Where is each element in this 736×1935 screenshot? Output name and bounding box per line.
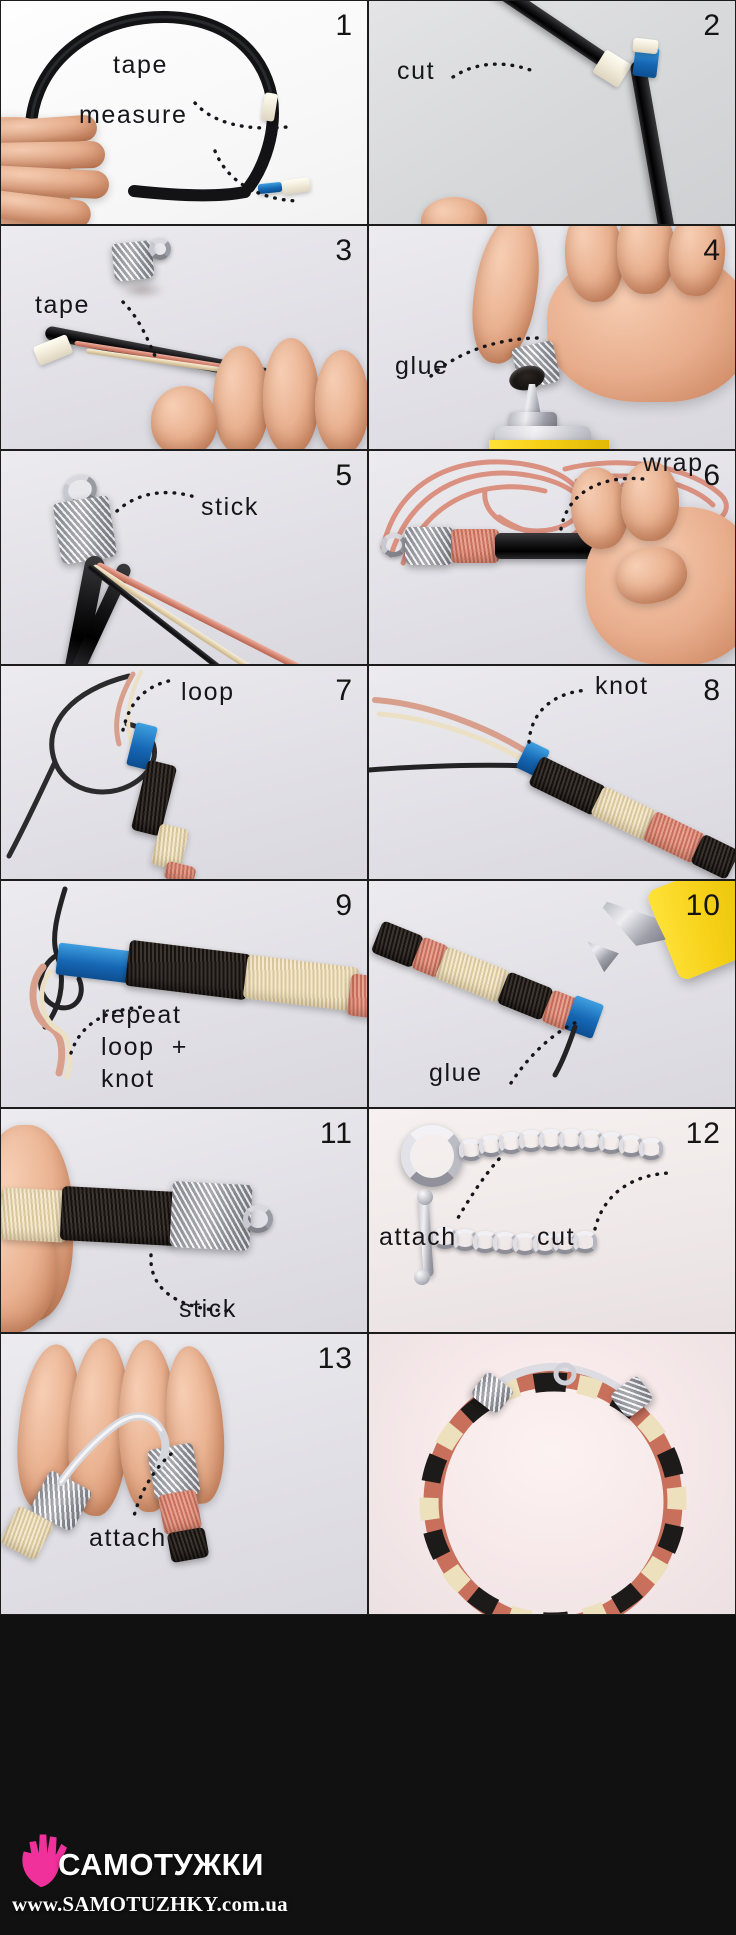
finger — [151, 386, 217, 449]
chain-link — [639, 1138, 663, 1160]
pink-wrap-coil — [451, 529, 499, 563]
finger — [315, 350, 367, 449]
black-wrap-section — [59, 1186, 179, 1246]
finger — [617, 226, 675, 294]
chain-link — [573, 1231, 597, 1253]
finished-bracelet — [419, 1362, 687, 1614]
step-number: 7 — [335, 674, 353, 707]
label-wrap: wrap — [643, 450, 704, 477]
label-glue: glue — [395, 352, 449, 380]
step-number: 2 — [703, 9, 721, 42]
clasp-chain-shape — [57, 1412, 170, 1486]
panel-step-1: tape measure 1 — [0, 0, 368, 225]
label-attach: attach — [379, 1223, 457, 1251]
metal-end-cap — [169, 1180, 253, 1252]
label-repeat: repeat — [101, 1001, 182, 1029]
metal-end-cap — [52, 495, 118, 565]
finger — [263, 338, 319, 449]
label-tape: tape — [35, 291, 91, 319]
label-stick: stick — [179, 1295, 237, 1323]
cap-shadow — [119, 282, 165, 298]
panel-step-13: attach 13 — [0, 1333, 368, 1615]
label-stick: stick — [201, 493, 259, 521]
cap-loop-ring — [149, 238, 171, 260]
toggle-clasp-ring — [401, 1125, 463, 1187]
label-attach: attach — [89, 1524, 167, 1552]
label-tape: tape — [113, 51, 169, 79]
glue-bottle-label — [489, 440, 609, 449]
toggle-bar-ball — [414, 1269, 430, 1285]
step-number: 9 — [335, 889, 353, 922]
thread-tails — [369, 697, 530, 773]
step-number: 1 — [335, 9, 353, 42]
label-loop-plus: loop + — [101, 1033, 188, 1061]
step-number: 4 — [703, 234, 721, 267]
panel-step-7: loop 7 — [0, 665, 368, 880]
panel-step-12: attach cut 12 — [368, 1108, 736, 1333]
panel-final-result — [368, 1333, 736, 1615]
panel-step-11: stick 11 — [0, 1108, 368, 1333]
label-loop: loop — [181, 678, 235, 706]
label-knot: knot — [595, 672, 649, 700]
label-measure: measure — [79, 101, 188, 129]
toggle-bar-ball — [417, 1189, 433, 1205]
panel-step-8: knot 8 — [368, 665, 736, 880]
panel-step-4: glue 4 — [368, 225, 736, 450]
label-cut: cut — [537, 1223, 576, 1251]
panel-step-5: stick 5 — [0, 450, 368, 665]
panel-step-6: wrap 6 — [368, 450, 736, 665]
step-number: 3 — [335, 234, 353, 267]
finger — [213, 346, 269, 449]
step-number: 6 — [703, 459, 721, 492]
step-number: 10 — [685, 889, 721, 922]
panel-step-9: repeat loop + knot 9 — [0, 880, 368, 1108]
panel-step-2: cut 2 — [368, 0, 736, 225]
photo-background — [1, 451, 367, 664]
step-number: 12 — [685, 1117, 721, 1150]
step-number: 11 — [319, 1117, 353, 1150]
panel-step-10: glue 10 — [368, 880, 736, 1108]
step-number: 8 — [703, 674, 721, 707]
label-cut: cut — [397, 57, 436, 85]
tape-cord-right-tip — [632, 37, 659, 55]
label-knot: knot — [101, 1065, 155, 1093]
pink-wrap-section — [346, 973, 367, 1019]
step-number: 5 — [335, 459, 353, 492]
metal-end-cap — [405, 527, 453, 565]
label-glue: glue — [429, 1059, 483, 1087]
cream-wrap-section — [1, 1187, 69, 1243]
cap-loop-ring — [381, 533, 407, 557]
step-number: 13 — [317, 1342, 353, 1375]
cap-loop-ring — [243, 1205, 273, 1233]
photo-background — [369, 1, 735, 224]
panel-step-3: tape 3 — [0, 225, 368, 450]
